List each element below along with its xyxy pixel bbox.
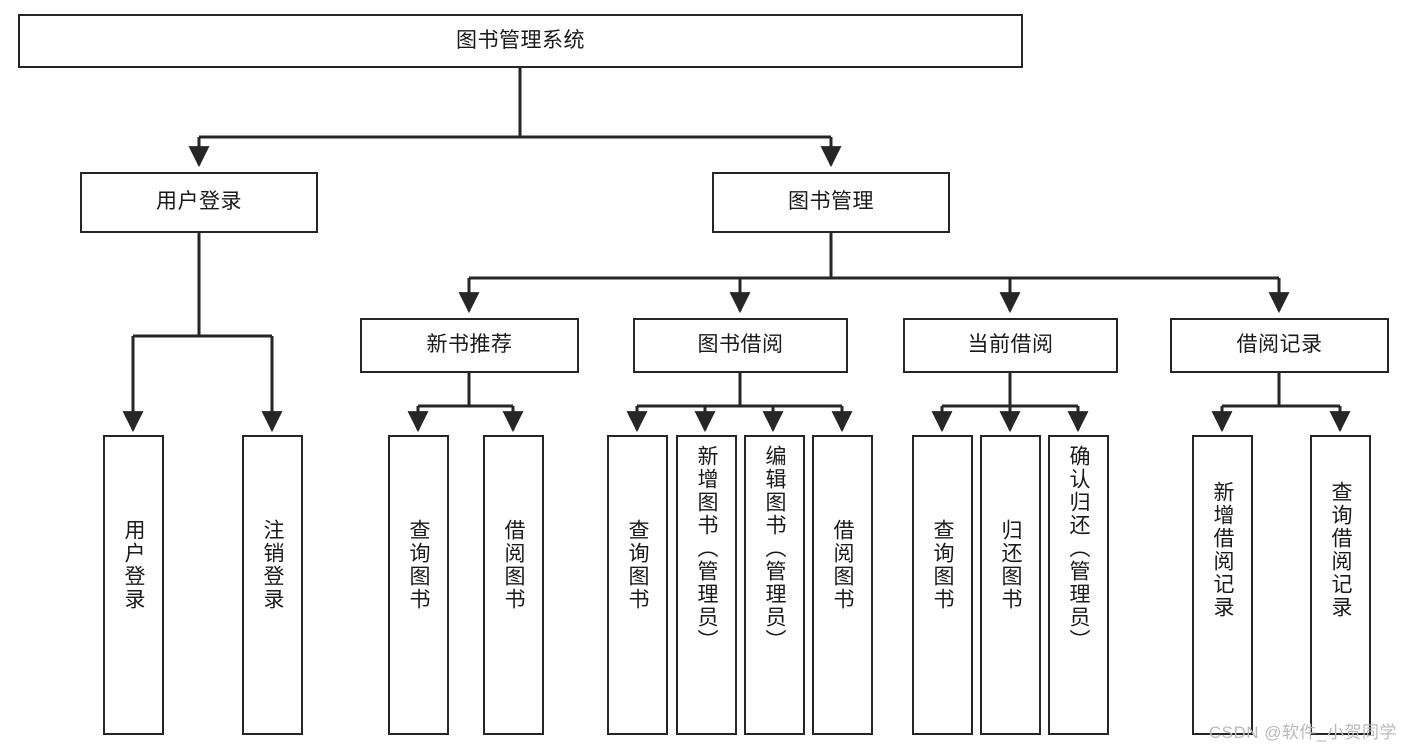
leaf-query-record[interactable]: 查询借阅记录 — [1310, 435, 1371, 735]
leaf-logout[interactable]: 注销登录 — [242, 435, 303, 735]
leaf-return-book-label: 归还图书 — [999, 519, 1022, 611]
leaf-logout-label: 注销登录 — [261, 519, 284, 611]
node-borrow-record-label: 借阅记录 — [1236, 333, 1323, 357]
leaf-borrow-book-1[interactable]: 借阅图书 — [483, 435, 544, 735]
leaf-query-book-2[interactable]: 查询图书 — [607, 435, 668, 735]
node-root-label: 图书管理系统 — [456, 28, 585, 52]
leaf-confirm-return-label: 确认归还（管理员） — [1067, 445, 1090, 652]
node-new-book-recommend[interactable]: 新书推荐 — [360, 318, 579, 373]
leaf-return-book[interactable]: 归还图书 — [980, 435, 1041, 735]
leaf-query-book-2-label: 查询图书 — [626, 519, 649, 611]
node-book-borrow-label: 图书借阅 — [697, 333, 784, 357]
watermark: CSDN @软件_小贺同学 — [1208, 723, 1397, 742]
leaf-query-book-1-label: 查询图书 — [407, 519, 430, 611]
leaf-add-book-label: 新增图书（管理员） — [695, 445, 718, 652]
leaf-edit-book-label: 编辑图书（管理员） — [763, 445, 786, 652]
node-user-login-label: 用户登录 — [156, 190, 242, 214]
leaf-confirm-return[interactable]: 确认归还（管理员） — [1048, 435, 1109, 735]
leaf-query-book-3[interactable]: 查询图书 — [912, 435, 973, 735]
node-book-manage[interactable]: 图书管理 — [712, 172, 950, 233]
leaf-query-record-label: 查询借阅记录 — [1329, 481, 1352, 619]
node-root[interactable]: 图书管理系统 — [18, 14, 1023, 68]
leaf-borrow-book-2[interactable]: 借阅图书 — [812, 435, 873, 735]
leaf-query-book-3-label: 查询图书 — [931, 519, 954, 611]
node-current-borrow[interactable]: 当前借阅 — [903, 318, 1118, 373]
node-book-borrow[interactable]: 图书借阅 — [633, 318, 848, 373]
node-new-book-recommend-label: 新书推荐 — [426, 333, 513, 357]
leaf-user-login[interactable]: 用户登录 — [103, 435, 164, 735]
leaf-add-record[interactable]: 新增借阅记录 — [1192, 435, 1253, 735]
leaf-add-book[interactable]: 新增图书（管理员） — [676, 435, 737, 735]
node-book-manage-label: 图书管理 — [788, 190, 874, 214]
node-borrow-record[interactable]: 借阅记录 — [1170, 318, 1389, 373]
leaf-query-book-1[interactable]: 查询图书 — [388, 435, 449, 735]
node-current-borrow-label: 当前借阅 — [967, 333, 1054, 357]
leaf-borrow-book-2-label: 借阅图书 — [831, 519, 854, 611]
leaf-user-login-label: 用户登录 — [122, 519, 145, 611]
leaf-edit-book[interactable]: 编辑图书（管理员） — [744, 435, 805, 735]
node-user-login[interactable]: 用户登录 — [80, 172, 318, 233]
leaf-add-record-label: 新增借阅记录 — [1211, 481, 1234, 619]
leaf-borrow-book-1-label: 借阅图书 — [502, 519, 525, 611]
